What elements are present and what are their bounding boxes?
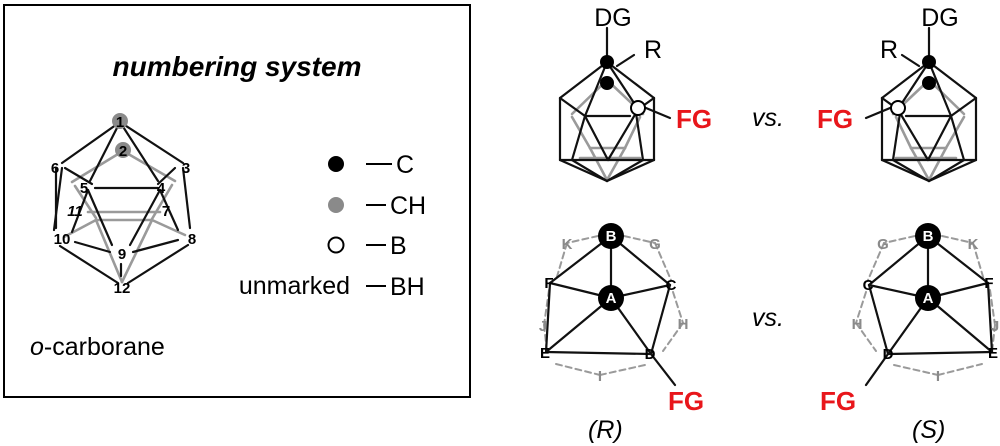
top-right-dg: DG: [921, 4, 959, 32]
vertex-number-7: 7: [162, 203, 170, 220]
top-right-r: R: [880, 36, 898, 64]
bottom-vs: vs.: [752, 304, 784, 332]
vertex-number-1: 1: [116, 114, 124, 131]
br-ring-c: C: [863, 277, 874, 294]
bl-ring-e: E: [540, 345, 550, 362]
br-ring-f: F: [984, 275, 993, 292]
top-left-dg: DG: [594, 4, 632, 32]
top-left-fg: FG: [676, 104, 712, 134]
bl-ring-c: C: [666, 277, 677, 294]
compound-suffix: -carborane: [44, 333, 165, 361]
br-outer-i: I: [936, 368, 940, 385]
vertex-number-3: 3: [182, 160, 190, 177]
br-outer-h: H: [852, 316, 863, 333]
compound-prefix: o: [30, 333, 44, 361]
bottom-right-fg: FG: [820, 386, 856, 416]
legend-ch-symbol: [328, 197, 344, 213]
bottom-right-projection: [855, 223, 996, 387]
legend-b-label: B: [390, 232, 407, 260]
vertex-1-ch-circle: [112, 113, 128, 129]
br-ring-e: E: [988, 345, 998, 362]
legend-c-label: C: [396, 151, 414, 179]
legend-bh-label: BH: [390, 273, 425, 301]
legend-unmarked-text: unmarked: [239, 272, 350, 300]
bl-outer-h: H: [678, 316, 689, 333]
top-vs: vs.: [752, 104, 784, 132]
bl-outer-j: J: [539, 318, 547, 335]
bl-center-a: A: [606, 290, 617, 307]
bl-ring-d: D: [645, 346, 656, 363]
vertex-numbers: 1 2 3 4 5 6 7 8 9 10 11 12: [51, 114, 196, 297]
top-left-r: R: [644, 36, 662, 64]
bl-outer-i: I: [598, 368, 602, 385]
br-center-a: A: [923, 290, 934, 307]
vertex-number-12: 12: [114, 280, 131, 297]
vertex-number-6: 6: [51, 160, 59, 177]
br-ring-d: D: [883, 346, 894, 363]
bl-top-b: B: [606, 228, 617, 245]
numbering-panel-frame: [3, 4, 471, 398]
vertex-number-10: 10: [54, 231, 71, 248]
legend-ch-label: CH: [390, 192, 426, 220]
compound-name: o-carborane: [30, 333, 165, 361]
vertex-number-5: 5: [80, 180, 88, 197]
vertex-number-11: 11: [67, 203, 83, 220]
top-right-fg: FG: [817, 104, 853, 134]
panel-title: numbering system: [113, 51, 362, 82]
top-right-carborane: [864, 26, 978, 183]
br-outer-k: K: [968, 236, 979, 253]
vertex-number-8: 8: [188, 231, 196, 248]
bottom-left-projection: [543, 223, 684, 387]
vertex-2-ch-circle: [115, 142, 131, 158]
bl-outer-k: K: [562, 236, 573, 253]
bottom-left-config: (R): [588, 416, 623, 444]
carborane-numbered-icosahedron: [52, 113, 192, 285]
legend: C CH B unmarked BH: [239, 151, 426, 301]
bottom-left-fg: FG: [668, 386, 704, 416]
top-left-carborane: [558, 26, 672, 183]
br-outer-g: G: [877, 236, 889, 253]
br-top-b: B: [923, 228, 934, 245]
vertex-number-2: 2: [119, 143, 127, 160]
bl-outer-g: G: [649, 236, 661, 253]
legend-b-symbol: [327, 236, 345, 254]
br-outer-j: J: [991, 318, 999, 335]
vertex-number-9: 9: [118, 246, 126, 263]
bottom-right-config: (S): [912, 416, 945, 444]
vertex-number-4: 4: [157, 180, 166, 197]
bl-ring-f: F: [544, 275, 553, 292]
legend-c-symbol: [328, 156, 344, 172]
